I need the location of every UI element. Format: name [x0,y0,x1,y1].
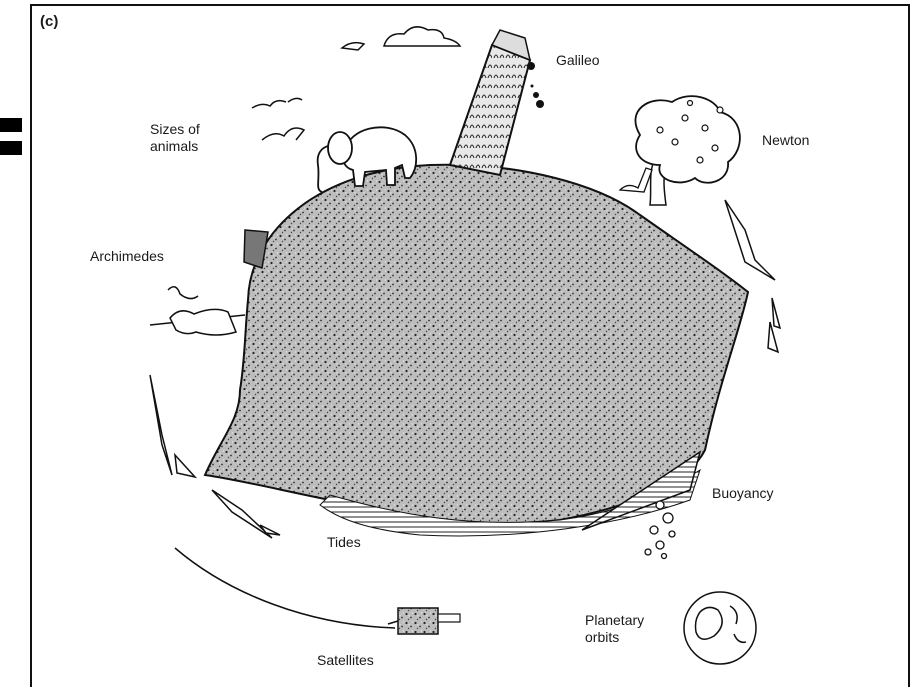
label-newton: Newton [762,132,809,149]
panel-label: (c) [40,13,58,30]
leaning-tower-icon [450,30,535,175]
apple-tree-icon [620,96,740,205]
label-tides: Tides [327,534,361,551]
cloud-icon [342,27,460,50]
label-satellites: Satellites [317,652,374,669]
label-sizes-of-animals: Sizes of animals [150,121,200,155]
falling-balls-icon [531,85,545,109]
planetary-orbit-icon [684,592,756,664]
bird-icon [252,98,304,140]
satellite-icon [388,608,460,634]
label-buoyancy: Buoyancy [712,485,773,502]
satellite-orbit-path [175,548,395,628]
label-galileo: Galileo [556,52,600,69]
label-archimedes: Archimedes [90,248,164,265]
label-planetary-orbits: Planetary orbits [585,612,644,646]
